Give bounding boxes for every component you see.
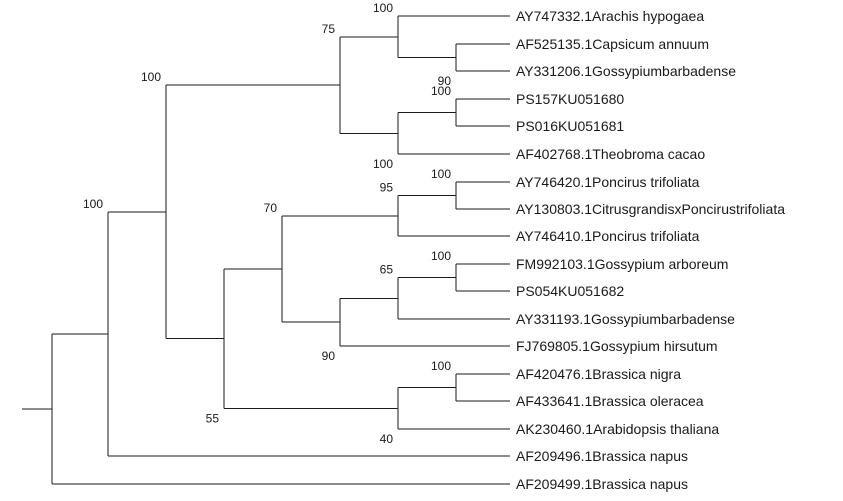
leaf-label: AF209496.1Brassica napus: [516, 448, 688, 464]
support-value: 100: [83, 197, 103, 211]
tree-branches: [22, 15, 510, 485]
leaf-label: AK230460.1Arabidopsis thaliana: [516, 421, 719, 437]
support-value: 100: [373, 157, 393, 171]
leaf-label: PS157KU051680: [516, 91, 624, 107]
leaf-label: AY746420.1Poncirus trifoliata: [516, 174, 700, 190]
leaf-label: AY331193.1Gossypiumbarbadense: [516, 311, 735, 327]
leaf-label: FM992103.1Gossypium arboreum: [516, 256, 728, 272]
support-value: 65: [380, 263, 394, 277]
support-value: 90: [322, 349, 336, 363]
leaf-label: AY746410.1Poncirus trifoliata: [516, 228, 700, 244]
support-value: 95: [380, 181, 394, 195]
leaf-label: PS016KU051681: [516, 118, 624, 134]
support-value: 100: [431, 359, 451, 373]
support-value: 100: [431, 84, 451, 98]
support-value: 100: [431, 167, 451, 181]
leaf-label: AF402768.1Theobroma cacao: [516, 146, 705, 162]
leaf-label: AF420476.1Brassica nigra: [516, 366, 681, 382]
leaf-label: AY747332.1Arachis hypogaea: [516, 8, 704, 24]
support-value: 100: [431, 249, 451, 263]
leaf-label: AY331206.1Gossypiumbarbadense: [516, 63, 736, 79]
leaf-label: PS054KU051682: [516, 283, 624, 299]
support-value: 70: [264, 201, 278, 215]
leaf-label: AY130803.1CitrusgrandisxPoncirustrifolia…: [516, 201, 785, 217]
leaf-label: AF433641.1Brassica oleracea: [516, 393, 704, 409]
support-value: 100: [373, 1, 393, 15]
leaf-label: AF525135.1Capsicum annuum: [516, 36, 709, 52]
support-value: 55: [206, 411, 220, 425]
leaf-label: FJ769805.1Gossypium hirsutum: [516, 338, 718, 354]
support-value: 75: [322, 22, 336, 36]
support-value: 100: [141, 70, 161, 84]
support-value: 90: [438, 74, 452, 88]
leaf-labels: AY747332.1Arachis hypogaeaAF525135.1Caps…: [516, 8, 785, 492]
leaf-label: AF209499.1Brassica napus: [516, 476, 688, 492]
support-value: 40: [380, 432, 394, 446]
